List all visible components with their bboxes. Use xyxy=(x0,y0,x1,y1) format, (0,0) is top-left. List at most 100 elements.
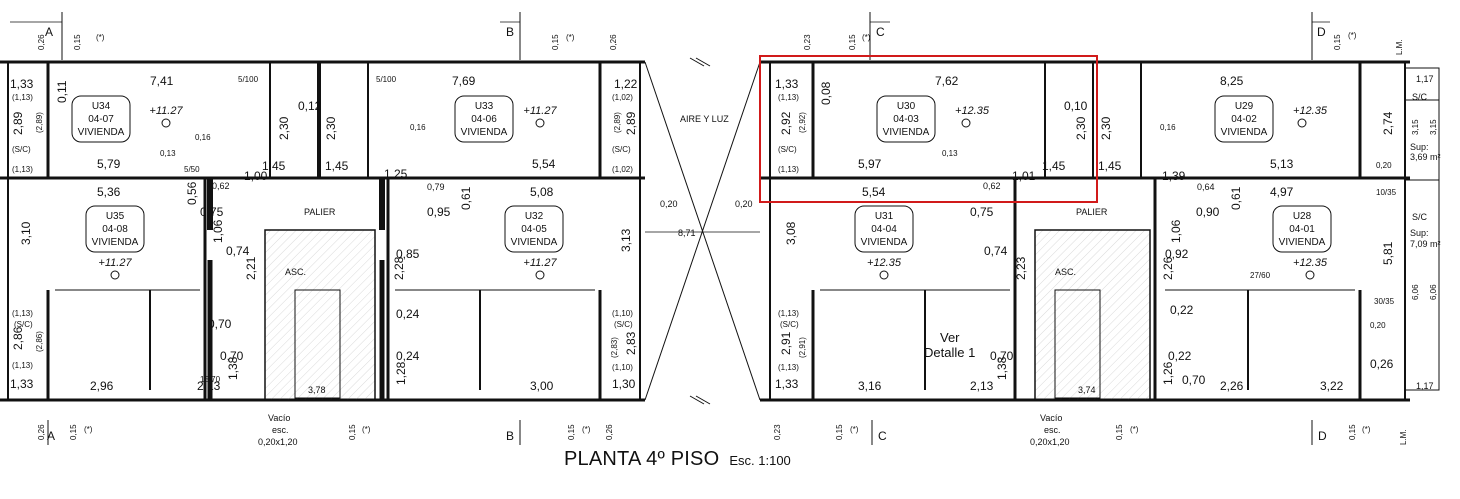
svg-text:2,23: 2,23 xyxy=(1014,256,1028,280)
unit-level: +12.35 xyxy=(955,105,990,117)
unit-type: VIVIENDA xyxy=(511,237,558,248)
svg-text:1,06: 1,06 xyxy=(1169,219,1183,243)
svg-text:(S/C): (S/C) xyxy=(12,145,31,154)
svg-text:(S/C): (S/C) xyxy=(614,320,633,329)
svg-text:2,26: 2,26 xyxy=(1220,379,1244,393)
plan-title-scale: Esc. 1:100 xyxy=(729,453,791,468)
svg-text:2,26: 2,26 xyxy=(1161,256,1175,280)
svg-text:1,38: 1,38 xyxy=(226,356,240,380)
svg-text:1,45: 1,45 xyxy=(325,159,349,173)
highlight-box[interactable] xyxy=(759,55,1098,203)
svg-text:0,15: 0,15 xyxy=(848,34,857,50)
svg-text:1,45: 1,45 xyxy=(1098,159,1122,173)
svg-text:(*): (*) xyxy=(850,425,859,434)
svg-text:0,74: 0,74 xyxy=(226,244,250,258)
axis-d-top: D xyxy=(1317,25,1326,39)
axis-markers: A B C D A B C D L.M. L.M. xyxy=(10,12,1408,445)
sup-a-value: 3,69 m² xyxy=(1410,152,1441,162)
svg-text:0,15: 0,15 xyxy=(567,424,576,440)
svg-text:(*): (*) xyxy=(1130,425,1139,434)
svg-text:0,62: 0,62 xyxy=(983,181,1001,191)
svg-text:0,75: 0,75 xyxy=(970,205,994,219)
svg-text:0,16: 0,16 xyxy=(195,133,211,142)
svg-text:0,85: 0,85 xyxy=(396,247,420,261)
unit-code: 04-08 xyxy=(102,224,128,235)
svg-text:0,90: 0,90 xyxy=(1196,205,1220,219)
unit-type: VIVIENDA xyxy=(1221,127,1268,138)
svg-text:0,61: 0,61 xyxy=(1229,186,1243,210)
svg-text:0,08: 0,08 xyxy=(819,81,833,105)
svg-text:2,91: 2,91 xyxy=(779,331,793,355)
svg-text:(2,92): (2,92) xyxy=(798,112,807,133)
svg-text:0,62: 0,62 xyxy=(212,181,230,191)
svg-text:1,17: 1,17 xyxy=(1416,381,1434,391)
svg-text:(1,02): (1,02) xyxy=(612,93,633,102)
svg-text:27/60: 27/60 xyxy=(1250,271,1271,280)
axis-a-top: A xyxy=(45,25,53,39)
unit-code: 04-04 xyxy=(871,224,897,235)
lm-bottom: L.M. xyxy=(1399,429,1408,445)
svg-text:(2,89): (2,89) xyxy=(35,112,44,133)
svg-text:2,89: 2,89 xyxy=(624,111,638,135)
top-dims: 0,26 0,15 (*) 0,15 (*) 0,26 0,23 0,15 (*… xyxy=(37,31,1357,50)
svg-text:3,74: 3,74 xyxy=(1078,385,1096,395)
svg-text:0,64: 0,64 xyxy=(1197,182,1215,192)
svg-text:1,33: 1,33 xyxy=(10,77,34,91)
esc-right: esc. xyxy=(1044,425,1061,435)
svg-text:0,23: 0,23 xyxy=(803,34,812,50)
svg-text:2,30: 2,30 xyxy=(324,116,338,140)
svg-text:5/50: 5/50 xyxy=(184,165,200,174)
dimension-labels: 7,41 7,69 7,62 8,25 5,79 5,54 5,97 5,13 … xyxy=(10,74,1434,395)
svg-text:0,15: 0,15 xyxy=(551,34,560,50)
svg-text:1,33: 1,33 xyxy=(775,377,799,391)
unit-id: U35 xyxy=(106,211,125,222)
bottom-dims: 0,26 0,15 (*) 0,15 (*) 0,15 (*) 0,26 0,2… xyxy=(37,424,1371,440)
center-span: 8,71 xyxy=(678,228,696,238)
svg-text:0,12: 0,12 xyxy=(298,99,322,113)
unit-level: +11.27 xyxy=(523,257,557,269)
svg-text:2,13: 2,13 xyxy=(970,379,994,393)
svg-text:0,26: 0,26 xyxy=(609,34,618,50)
svg-text:(S/C): (S/C) xyxy=(778,145,797,154)
svg-text:0,13: 0,13 xyxy=(160,149,176,158)
svg-text:5/100: 5/100 xyxy=(376,75,397,84)
left-block-walls xyxy=(0,60,645,402)
svg-text:0,92: 0,92 xyxy=(1165,247,1189,261)
svg-text:(1,13): (1,13) xyxy=(778,309,799,318)
svg-text:(2,83): (2,83) xyxy=(610,337,619,358)
unit-code: 04-06 xyxy=(471,114,497,125)
asc-left: ASC. xyxy=(285,267,306,277)
svg-text:(1,13): (1,13) xyxy=(12,361,33,370)
svg-text:2,96: 2,96 xyxy=(90,379,114,393)
svg-text:(2,86): (2,86) xyxy=(35,331,44,352)
unit-id: U34 xyxy=(92,101,111,112)
svg-text:0,15: 0,15 xyxy=(835,424,844,440)
svg-text:3,22: 3,22 xyxy=(1320,379,1344,393)
svg-text:0,16: 0,16 xyxy=(410,123,426,132)
detalle-label: Detalle 1 xyxy=(924,345,975,360)
unit-id: U29 xyxy=(1235,101,1254,112)
axis-c-bottom: C xyxy=(878,429,887,443)
svg-text:5,79: 5,79 xyxy=(97,157,121,171)
svg-text:2,13: 2,13 xyxy=(197,379,221,393)
svg-text:1,33: 1,33 xyxy=(10,377,34,391)
svg-text:0,20: 0,20 xyxy=(1376,161,1392,170)
svg-text:(*): (*) xyxy=(96,33,105,42)
svg-text:1,39: 1,39 xyxy=(1162,169,1186,183)
svg-text:(S/C): (S/C) xyxy=(612,145,631,154)
svg-text:3,10: 3,10 xyxy=(19,221,33,245)
svg-text:2,28: 2,28 xyxy=(392,256,406,280)
vacio-left: Vacío xyxy=(268,413,290,423)
svg-text:2,21: 2,21 xyxy=(244,256,258,280)
svg-text:(1,10): (1,10) xyxy=(612,363,633,372)
svg-text:(1,10): (1,10) xyxy=(612,309,633,318)
unit-id: U30 xyxy=(897,101,916,112)
svg-text:0,26: 0,26 xyxy=(605,424,614,440)
svg-text:0,15: 0,15 xyxy=(1348,424,1357,440)
svg-text:0,10: 0,10 xyxy=(1064,99,1088,113)
svg-text:(S/C): (S/C) xyxy=(14,320,33,329)
unit-code: 04-05 xyxy=(521,224,547,235)
palier-left: PALIER xyxy=(304,207,336,217)
svg-text:1,38: 1,38 xyxy=(995,356,1009,380)
